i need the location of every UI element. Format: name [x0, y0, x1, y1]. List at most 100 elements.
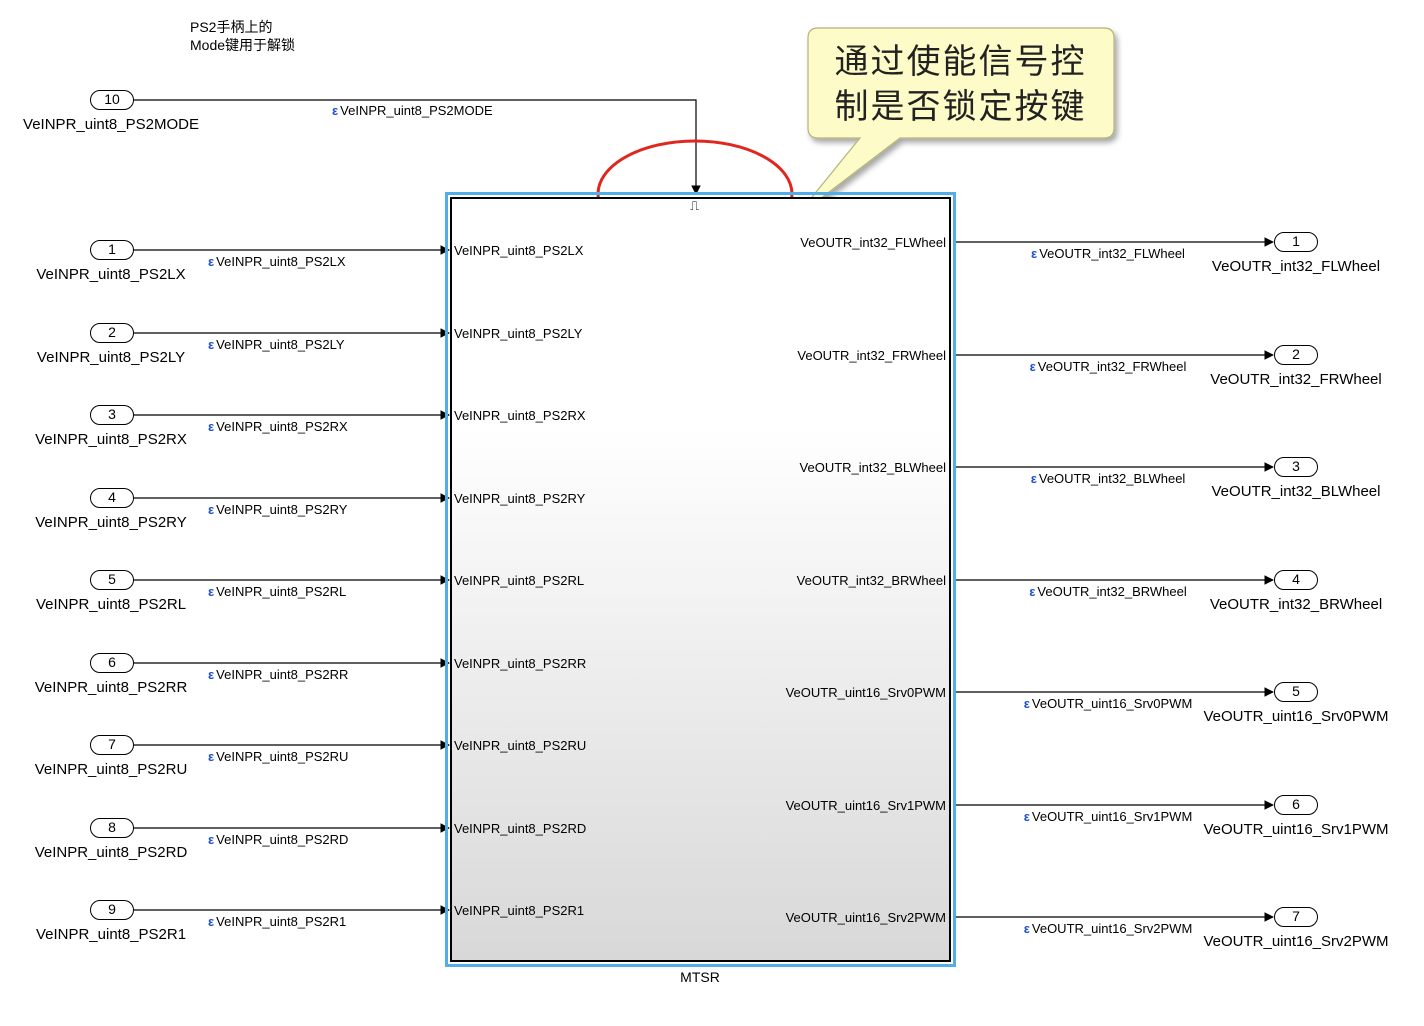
block-input-port-label: VeINPR_uint8_PS2RU: [454, 738, 587, 753]
block-input-port-label: VeINPR_uint8_PS2RR: [454, 656, 587, 671]
block-input-port-label: VeINPR_uint8_PS2RL: [454, 573, 585, 588]
outport-4[interactable]: 4: [1274, 570, 1318, 590]
signal-label-text: VeINPR_uint8_PS2RD: [216, 832, 349, 847]
outport-6[interactable]: 6: [1274, 795, 1318, 815]
inport-4[interactable]: 4: [90, 488, 134, 508]
signal-label-text: VeINPR_uint8_PS2RR: [216, 667, 349, 682]
block-input-port-label: VeINPR_uint8_PS2LY: [454, 326, 583, 341]
signal-marker-icon: ε: [1023, 809, 1030, 824]
inport-name: VeINPR_uint8_PS2RD: [34, 844, 188, 861]
signal-marker-icon: ε: [1029, 359, 1036, 374]
signal-label-text: VeINPR_uint8_PS2RX: [216, 419, 348, 434]
signal-marker-icon: ε: [208, 502, 215, 517]
callout-shape: [794, 27, 1115, 219]
inport-name: VeINPR_uint8_PS2RY: [35, 514, 187, 531]
outport-5[interactable]: 5: [1274, 682, 1318, 702]
signal-marker-icon: ε: [332, 103, 339, 118]
subsystem-body: [450, 197, 951, 962]
inport-name: VeINPR_uint8_PS2LX: [36, 266, 186, 283]
inport-6[interactable]: 6: [90, 653, 134, 673]
signal-label-text: VeOUTR_uint16_Srv2PWM: [1031, 921, 1193, 936]
inport-1[interactable]: 1: [90, 240, 134, 260]
signal-marker-icon: ε: [208, 419, 215, 434]
inport-8[interactable]: 8: [90, 818, 134, 838]
signal-wires: [134, 237, 1274, 922]
block-output-port-label: VeOUTR_uint16_Srv2PWM: [785, 910, 946, 925]
signal-label-text: VeOUTR_int32_FLWheel: [1039, 246, 1185, 261]
signal-label-text: VeOUTR_uint16_Srv1PWM: [1031, 809, 1193, 824]
signal-label-text: VeINPR_uint8_PS2R1: [216, 914, 347, 929]
block-output-port-label: VeOUTR_uint16_Srv0PWM: [785, 685, 946, 700]
block-name[interactable]: MTSR: [680, 969, 720, 985]
signal-marker-icon: ε: [208, 584, 215, 599]
signal-label-text: VeINPR_uint8_PS2MODE: [340, 103, 493, 118]
signal-label-text: VeOUTR_int32_FRWheel: [1037, 359, 1187, 374]
signal-marker-icon: ε: [208, 254, 215, 269]
signal-marker-icon: ε: [1031, 246, 1038, 261]
outport-2[interactable]: 2: [1274, 345, 1318, 365]
signal-marker-icon: ε: [1029, 584, 1036, 599]
signal-label-text: VeINPR_uint8_PS2RY: [216, 502, 348, 517]
inport-3[interactable]: 3: [90, 405, 134, 425]
signal-label-text: VeOUTR_int32_BRWheel: [1037, 584, 1187, 599]
signal-marker-icon: ε: [1030, 471, 1037, 486]
inport-9[interactable]: 9: [90, 900, 134, 920]
inport-7[interactable]: 7: [90, 735, 134, 755]
inport-name: VeINPR_uint8_PS2RX: [35, 431, 187, 448]
outport-1[interactable]: 1: [1274, 232, 1318, 252]
enable-port-icon[interactable]: ⎍: [690, 198, 700, 213]
outport-name: VeOUTR_int32_BRWheel: [1209, 596, 1383, 613]
inport-name: VeINPR_uint8_PS2RL: [35, 596, 187, 613]
signal-marker-icon: ε: [208, 667, 215, 682]
signal-marker-icon: ε: [1023, 921, 1030, 936]
note-line-2: Mode键用于解锁: [190, 37, 296, 53]
subsystem-block[interactable]: [445, 192, 956, 967]
inport-mode[interactable]: 10: [90, 90, 134, 110]
outport-name: VeOUTR_int32_FLWheel: [1211, 258, 1381, 275]
block-output-port-label: VeOUTR_int32_BLWheel: [799, 460, 946, 475]
signal-marker-icon: ε: [208, 337, 215, 352]
inport-name: VeINPR_uint8_PS2LY: [36, 349, 186, 366]
signal-marker-icon: ε: [1023, 696, 1030, 711]
signal-label-text: VeINPR_uint8_PS2RL: [216, 584, 347, 599]
callout-text: 通过使能信号控 制是否锁定按键: [834, 42, 1087, 127]
inport-mode-name: VeINPR_uint8_PS2MODE: [23, 116, 199, 133]
inport-5[interactable]: 5: [90, 570, 134, 590]
signal-label-text: VeOUTR_uint16_Srv0PWM: [1031, 696, 1193, 711]
outport-name: VeOUTR_uint16_Srv0PWM: [1203, 708, 1389, 725]
outport-name: VeOUTR_uint16_Srv2PWM: [1203, 933, 1389, 950]
signal-marker-icon: ε: [208, 749, 215, 764]
signal-marker-icon: ε: [208, 914, 215, 929]
inport-2[interactable]: 2: [90, 323, 134, 343]
outport-7[interactable]: 7: [1274, 907, 1318, 927]
block-input-port-label: VeINPR_uint8_PS2LX: [454, 243, 584, 258]
outport-3[interactable]: 3: [1274, 457, 1318, 477]
inport-name: VeINPR_uint8_PS2R1: [35, 926, 187, 943]
block-input-port-label: VeINPR_uint8_PS2RY: [454, 491, 586, 506]
signal-label-text: VeINPR_uint8_PS2RU: [216, 749, 349, 764]
outport-name: VeOUTR_uint16_Srv1PWM: [1203, 821, 1389, 838]
block-output-port-label: VeOUTR_int32_BRWheel: [796, 573, 946, 588]
outport-name: VeOUTR_int32_BLWheel: [1211, 483, 1381, 500]
note-line-1: PS2手柄上的: [190, 19, 273, 35]
block-output-port-label: VeOUTR_int32_FLWheel: [800, 235, 946, 250]
block-output-port-label: VeOUTR_uint16_Srv1PWM: [785, 798, 946, 813]
mode-wire[interactable]: [134, 99, 701, 195]
signal-label-text: VeOUTR_int32_BLWheel: [1038, 471, 1186, 486]
